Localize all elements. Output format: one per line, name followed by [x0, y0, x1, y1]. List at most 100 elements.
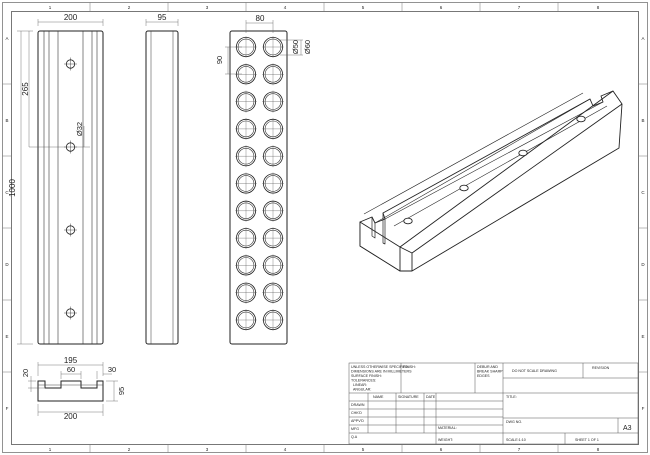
- top-view-outline: [229, 30, 288, 345]
- top-hole: [262, 117, 284, 140]
- zone-left-d: D: [5, 262, 9, 267]
- zone-top-2: 2: [128, 5, 131, 10]
- top-hole: [235, 117, 257, 140]
- general-note-line: ANGULAR:: [353, 388, 371, 392]
- dim-front-hole-dia: Ø32: [75, 122, 84, 136]
- top-hole: [235, 172, 257, 195]
- row-mfg: MFG: [351, 427, 359, 431]
- top-hole: [235, 254, 257, 277]
- material-label: MATERIAL:: [438, 426, 457, 430]
- revision-label: REVISION: [592, 366, 610, 370]
- zone-top-8: 8: [597, 5, 600, 10]
- zone-right-a: A: [641, 36, 644, 41]
- zone-top-1: 1: [49, 5, 52, 10]
- dim-end-rib: 30: [108, 365, 116, 374]
- iso-hole: [459, 184, 469, 192]
- dim-front-width: 200: [64, 13, 78, 22]
- top-hole: [262, 145, 284, 168]
- do-not-scale-note: DO NOT SCALE DRAWING: [512, 369, 557, 373]
- row-qa: Q.A: [351, 435, 358, 439]
- general-note-line: LINEAR:: [353, 383, 367, 387]
- side-view: 95: [145, 13, 179, 345]
- side-view-outline: [145, 30, 179, 345]
- zone-top-3: 3: [206, 5, 209, 10]
- dim-top-pitch: 90: [215, 56, 224, 64]
- top-hole: [262, 172, 284, 195]
- sheet-size: A3: [623, 425, 632, 432]
- zone-top-4: 4: [284, 5, 287, 10]
- top-hole: [262, 90, 284, 113]
- deburr-note-line: BREAK SHARP: [477, 370, 503, 374]
- title-block: [348, 362, 639, 445]
- row-drawn: DRAWN: [351, 403, 365, 407]
- top-view-hole-grid: [235, 36, 284, 331]
- front-view-holes: [64, 57, 77, 320]
- finish-label: FINISH:: [403, 365, 416, 369]
- zone-bottom-7: 7: [518, 447, 521, 452]
- zone-left-a: A: [5, 36, 8, 41]
- zone-top-7: 7: [518, 5, 521, 10]
- iso-hole: [518, 149, 528, 157]
- front-view: 200 1000 265 Ø32: [8, 13, 104, 345]
- zone-right-f: F: [642, 406, 645, 411]
- top-hole: [262, 254, 284, 277]
- top-hole: [262, 227, 284, 250]
- deburr-note-line: EDGES: [477, 374, 490, 378]
- column-signature: SIGNATURE: [398, 395, 419, 399]
- zone-labels: 1 2 3 4 5 6 7 8 1 2 3 4 5 6 7 8 A B C D …: [5, 5, 645, 452]
- front-view-outline: [37, 30, 104, 345]
- isometric-view: [359, 90, 623, 272]
- top-hole: [235, 63, 257, 86]
- dim-top-width: 80: [256, 14, 265, 23]
- front-hole: [64, 57, 77, 71]
- row-approved: APPV'D: [351, 419, 364, 423]
- zone-bottom-4: 4: [284, 447, 287, 452]
- dim-side-thickness: 95: [158, 13, 167, 22]
- zone-right-b: B: [641, 118, 644, 123]
- zone-bottom-8: 8: [597, 447, 600, 452]
- zone-bottom-5: 5: [362, 447, 365, 452]
- top-hole: [235, 199, 257, 222]
- dim-end-top-width: 195: [64, 356, 78, 365]
- front-hole: [64, 223, 77, 237]
- sheet-number: SHEET 1 OF 1: [575, 438, 599, 442]
- zone-right-c: C: [641, 190, 645, 195]
- dim-end-bottom-width: 200: [64, 412, 78, 421]
- general-note-line: UNLESS OTHERWISE SPECIFIED:: [351, 365, 409, 369]
- column-name: NAME: [373, 395, 384, 399]
- zone-right-e: E: [641, 334, 644, 339]
- zone-left-f: F: [6, 406, 9, 411]
- zone-bottom-6: 6: [440, 447, 443, 452]
- title-block-text: UNLESS OTHERWISE SPECIFIED: DIMENSIONS A…: [351, 365, 632, 442]
- zone-left-c: C: [5, 190, 9, 195]
- front-hole: [64, 306, 77, 320]
- top-hole: [262, 309, 284, 331]
- dim-end-slot-width: 60: [67, 365, 75, 374]
- zone-top-6: 6: [440, 5, 443, 10]
- end-view: 195 60 30 20 95 200: [21, 356, 126, 421]
- row-checked: CHK'D: [351, 411, 362, 415]
- top-hole: [235, 145, 257, 168]
- zone-bottom-1: 1: [49, 447, 52, 452]
- iso-hole: [576, 115, 586, 123]
- dim-end-height: 95: [117, 387, 126, 395]
- general-note-line: DIMENSIONS ARE IN MILLIMETERS: [351, 370, 412, 374]
- top-hole: [235, 227, 257, 250]
- zone-right-d: D: [641, 262, 645, 267]
- dim-front-hole-pitch: 265: [21, 82, 30, 96]
- front-hole: [64, 140, 77, 154]
- top-view: 80 90 Ø50 Ø60: [215, 14, 312, 345]
- top-hole: [262, 199, 284, 222]
- zone-left-e: E: [5, 334, 8, 339]
- dim-front-length: 1000: [8, 179, 17, 197]
- title-label: TITLE:: [506, 395, 517, 399]
- top-hole: [235, 90, 257, 113]
- top-hole: [235, 281, 257, 304]
- top-hole: [262, 281, 284, 304]
- zone-left-b: B: [5, 118, 8, 123]
- general-note-line: SURFACE FINISH:: [351, 374, 382, 378]
- scale-label: SCALE:1:10: [506, 438, 526, 442]
- column-date: DATE: [426, 395, 436, 399]
- end-view-profile: [37, 380, 104, 402]
